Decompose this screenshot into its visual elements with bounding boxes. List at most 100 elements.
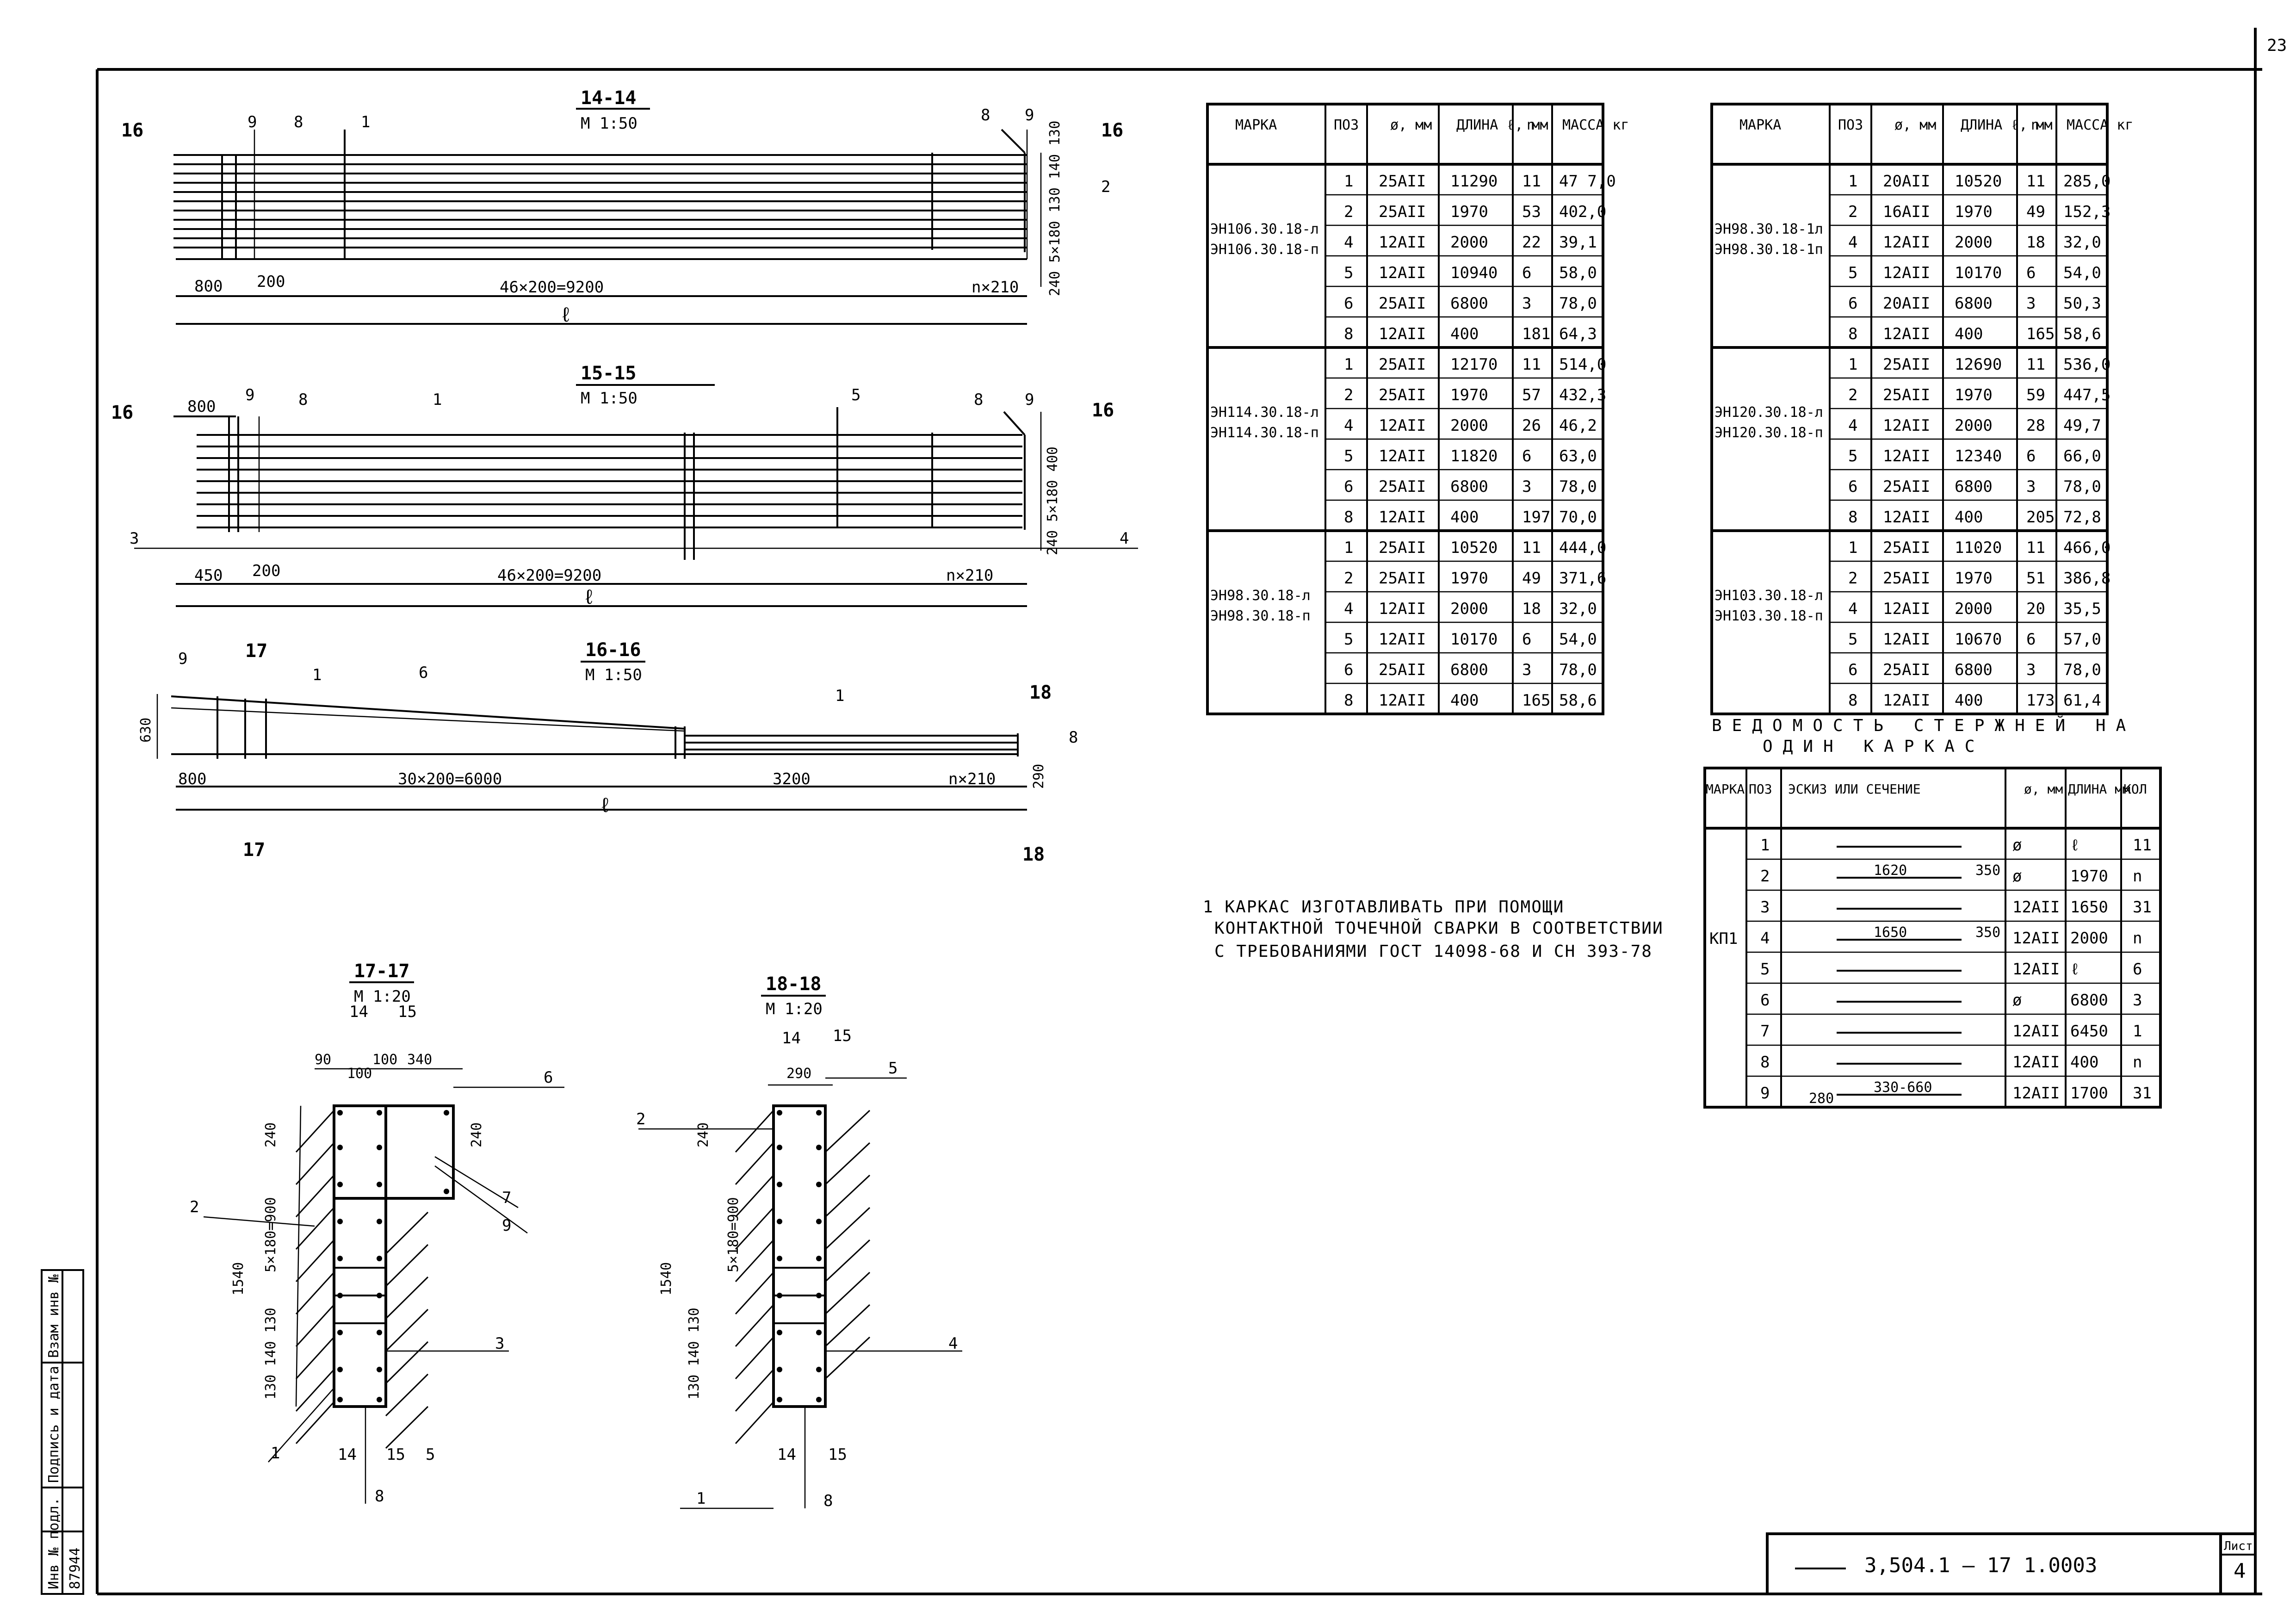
section-17-cut-14b: 14	[338, 1445, 357, 1464]
left-table-cell-0-4-0: 6	[1344, 294, 1353, 313]
right-table-cell-0-0-2: 10520	[1955, 172, 2002, 191]
section-15-bars	[173, 407, 1042, 560]
section-17-dim-100: 100	[347, 1066, 372, 1082]
bar-table-sketch-8: 330-660	[1874, 1079, 1932, 1096]
left-table-header-3: ДЛИНА ℓ, мм	[1456, 117, 1548, 133]
bar-section-dot	[777, 1182, 782, 1187]
bar-table-pos-3: 4	[1760, 929, 1770, 948]
left-table-cell-1-0-1: 25АII	[1379, 355, 1426, 374]
stamp-inv-label: Инв № подл.	[46, 1497, 62, 1589]
pos-mark-1: 1	[835, 687, 844, 705]
section-15-dim-n210: n×210	[946, 566, 993, 585]
pos-mark-5: 5	[426, 1445, 435, 1464]
section-18-18: 18-18 М 1:20 14 15 290 240 1540 5×180=90…	[636, 973, 962, 1510]
left-table-cell-1-2-0: 4	[1344, 416, 1353, 435]
left-table-mark-1-0: ЭН114.30.18-л	[1210, 404, 1319, 421]
bar-section-dot	[377, 1330, 382, 1335]
left-table-cell-1-1-4: 432,3	[1559, 386, 1606, 404]
left-table-cell-2-2-4: 32,0	[1559, 600, 1597, 618]
bar-table-d-2: 12АII	[2012, 898, 2060, 917]
bar-table-pos-4: 5	[1760, 960, 1770, 979]
right-table-cell-0-4-4: 50,3	[2063, 294, 2101, 313]
hatch-line	[295, 1336, 335, 1380]
bar-table-qty-6: 1	[2133, 1022, 2142, 1041]
pos-mark-9: 9	[248, 113, 257, 131]
right-table-cell-0-1-2: 1970	[1955, 203, 1993, 221]
left-table-cell-2-5-2: 400	[1450, 691, 1479, 710]
section-18-scale: М 1:20	[766, 1000, 823, 1018]
tapered-bar	[171, 695, 685, 730]
pos-mark-3: 3	[130, 529, 139, 548]
right-table-cell-1-3-2: 12340	[1955, 447, 2002, 465]
right-table-cell-0-2-0: 4	[1848, 233, 1857, 252]
left-table-cell-0-0-2: 11290	[1450, 172, 1498, 191]
left-table-cell-1-5-0: 8	[1344, 508, 1353, 527]
bar-table-header-0: МАРКА	[1706, 781, 1745, 797]
bar-section-dot	[777, 1110, 782, 1116]
section-14-vertical-dims: 240 5×180 130 140 130	[1047, 121, 1063, 296]
left-table-cell-1-1-3: 57	[1522, 386, 1541, 404]
hatch-line	[295, 1401, 335, 1444]
bar-section-dot	[337, 1367, 343, 1372]
title-sheet-number: 4	[2234, 1559, 2246, 1583]
right-table-cell-1-5-3: 205	[2026, 508, 2055, 527]
right-table-cell-1-5-0: 8	[1848, 508, 1857, 527]
section-15-ell: ℓ	[583, 585, 595, 609]
left-table-cell-0-0-1: 25АII	[1379, 172, 1426, 191]
pos-mark-8: 8	[974, 391, 983, 409]
section-18-dim-130: 130 140 130	[686, 1308, 702, 1400]
bar-table-header-1: ПОЗ	[1749, 781, 1772, 797]
section-17-hatch	[295, 1110, 429, 1449]
bar-section-dot	[337, 1145, 343, 1150]
right-table-cell-1-0-1: 25АII	[1883, 355, 1930, 374]
left-table-cell-1-0-3: 11	[1522, 355, 1541, 374]
right-table-cell-0-2-3: 18	[2026, 233, 2045, 252]
hatch-line	[824, 1110, 871, 1153]
right-table-cell-2-5-0: 8	[1848, 691, 1857, 710]
left-table-cell-0-0-4: 47 7,0	[1559, 172, 1616, 191]
left-table-cell-1-2-3: 26	[1522, 416, 1541, 435]
hatch-line	[385, 1211, 429, 1255]
pos-mark-1: 1	[361, 113, 370, 131]
right-table-cell-1-3-3: 6	[2026, 447, 2036, 465]
left-table-cell-1-1-1: 25АII	[1379, 386, 1426, 404]
section-15-15: 15-15 М 1:50 800 450 200 46×200=9200 n×2…	[111, 363, 1138, 609]
bar-table-len-8: 1700	[2070, 1084, 2108, 1103]
right-table-cell-1-5-4: 72,8	[2063, 508, 2101, 527]
left-table-cell-2-3-1: 12АII	[1379, 630, 1426, 649]
left-table-cell-2-4-3: 3	[1522, 661, 1531, 679]
right-table-cell-0-4-2: 6800	[1955, 294, 1993, 313]
bar-section-dot	[377, 1145, 382, 1150]
left-table-cell-1-2-1: 12АII	[1379, 416, 1426, 435]
left-table-cell-1-5-4: 70,0	[1559, 508, 1597, 527]
pos-mark-1: 1	[433, 391, 442, 409]
bar-section-dot	[337, 1293, 343, 1298]
right-table-cell-2-4-4: 78,0	[2063, 661, 2101, 679]
right-table-cell-1-4-0: 6	[1848, 477, 1857, 496]
right-table-header-2: ø, мм	[1894, 117, 1936, 133]
right-table-cell-1-2-2: 2000	[1955, 416, 1993, 435]
bar-section-dot	[377, 1219, 382, 1224]
right-table-cell-0-2-1: 12АII	[1883, 233, 1930, 252]
bar-table-qty-2: 31	[2133, 898, 2152, 917]
section-17-dim-130: 130 140 130	[263, 1308, 279, 1400]
right-table-cell-2-5-2: 400	[1955, 691, 1983, 710]
bar-section-dot	[377, 1110, 382, 1116]
cut-mark-16-right: 16	[1101, 120, 1123, 141]
hatch-line	[295, 1142, 335, 1185]
right-table-cell-1-4-1: 25АII	[1883, 477, 1930, 496]
left-table-cell-0-4-3: 3	[1522, 294, 1531, 313]
left-table-cell-0-0-0: 1	[1344, 172, 1353, 191]
section-18-cut-15: 15	[833, 1027, 852, 1045]
pos-mark-4: 4	[948, 1334, 958, 1353]
right-table-cell-1-2-3: 28	[2026, 416, 2045, 435]
hatch-line	[735, 1304, 774, 1347]
left-table-cell-1-3-3: 6	[1522, 447, 1531, 465]
hatch-line	[824, 1271, 871, 1315]
section-14-dim-9200: 46×200=9200	[500, 278, 604, 297]
left-table-cell-1-4-3: 3	[1522, 477, 1531, 496]
bar-table-qty-0: 11	[2133, 836, 2152, 855]
section-14-title: 14-14	[581, 87, 636, 109]
right-table-cell-2-1-1: 25АII	[1883, 569, 1930, 588]
bar-section-dot	[337, 1110, 343, 1116]
